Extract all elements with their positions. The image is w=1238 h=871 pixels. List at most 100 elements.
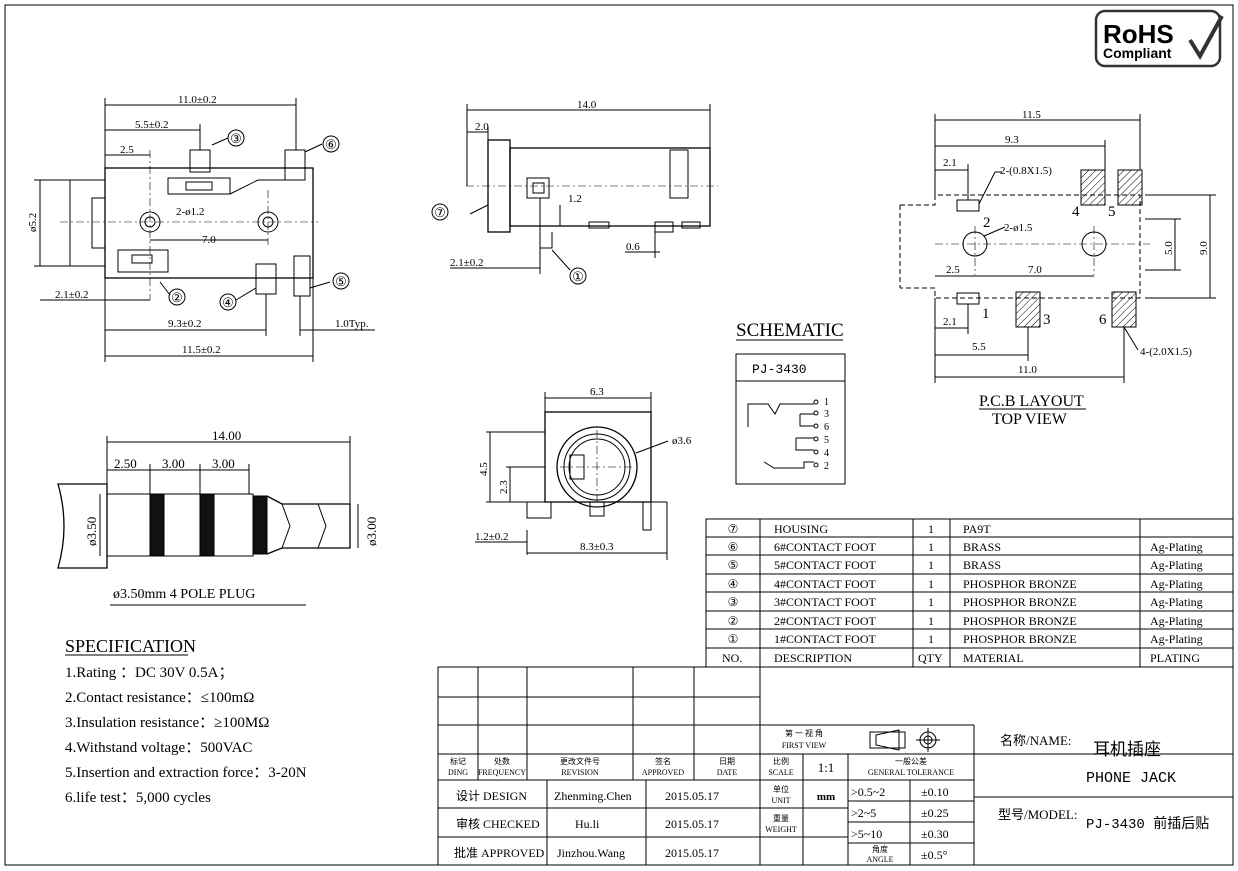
- svg-text:BRASS: BRASS: [963, 558, 1001, 572]
- svg-text:PHOSPHOR BRONZE: PHOSPHOR BRONZE: [963, 577, 1077, 591]
- svg-text:②: ②: [728, 614, 739, 628]
- dim-label: 3.00: [162, 456, 185, 471]
- tb-header: 更改文件号: [560, 756, 600, 766]
- jack-side-view-labels: 14.0 2.0 1.2 2.1±0.2 0.6 ⑦ ①: [434, 99, 640, 284]
- dim-label: 11.5: [1022, 109, 1041, 121]
- dim-label: 2.50: [114, 456, 137, 471]
- svg-text:NO.: NO.: [722, 651, 742, 665]
- tb-unit-value: mm: [817, 791, 835, 803]
- tb-projection: 第 一 视 角: [785, 728, 823, 738]
- callout-4: ④: [222, 295, 234, 310]
- svg-text:1: 1: [928, 558, 934, 572]
- tb-person: Jinzhou.Wang: [557, 846, 625, 860]
- dim-label: 2.1±0.2: [450, 257, 484, 269]
- pad-label: 2: [983, 215, 991, 231]
- dim-label: 14.00: [212, 428, 241, 443]
- bom-row: ① 1#CONTACT FOOT 1 PHOSPHOR BRONZE Ag-Pl…: [728, 632, 1203, 646]
- schematic: SCHEMATIC PJ-3430 1 3 6 5 4 2: [735, 320, 846, 485]
- tb-date: 2015.05.17: [665, 789, 719, 803]
- svg-text:Ag-Plating: Ag-Plating: [1150, 632, 1203, 646]
- dim-label: ø3.00: [364, 517, 379, 546]
- tb-angle: 角度: [872, 844, 888, 854]
- tb-unit: UNIT: [771, 796, 790, 805]
- svg-text:QTY: QTY: [918, 651, 943, 665]
- dim-label: 9.3±0.2: [168, 318, 202, 330]
- bom-row: ③ 3#CONTACT FOOT 1 PHOSPHOR BRONZE Ag-Pl…: [728, 595, 1203, 609]
- pad-label: 3: [1043, 312, 1051, 328]
- callout-2: ②: [171, 290, 183, 305]
- dim-label: 11.0: [1018, 364, 1037, 376]
- tb-header: 标记: [450, 756, 466, 766]
- svg-text:1: 1: [928, 614, 934, 628]
- jack-side-view: [431, 104, 718, 285]
- bom-row: ⑥ 6#CONTACT FOOT 1 BRASS Ag-Plating: [728, 540, 1203, 554]
- pad: [1015, 291, 1041, 328]
- pad-label: 6: [1099, 312, 1107, 328]
- dim-label: 0.6: [626, 241, 640, 253]
- dim-label: 9.3: [1005, 134, 1019, 146]
- spec-item: 6.life test：5,000 cycles: [65, 790, 211, 806]
- svg-text:⑦: ⑦: [728, 522, 739, 536]
- tb-person: Hu.li: [575, 817, 600, 831]
- svg-text:①: ①: [728, 632, 739, 646]
- schematic-part: PJ-3430: [752, 362, 807, 377]
- callout-5: ⑤: [335, 274, 347, 289]
- svg-text:PHOSPHOR BRONZE: PHOSPHOR BRONZE: [963, 595, 1077, 609]
- dim-label: 2.1±0.2: [55, 289, 89, 301]
- svg-text:Ag-Plating: Ag-Plating: [1150, 558, 1203, 572]
- tb-header: DING: [448, 768, 468, 777]
- svg-text:PLATING: PLATING: [1150, 651, 1200, 665]
- dim-label: 9.0: [1198, 241, 1210, 255]
- tb-tol-value: ±0.30: [921, 827, 949, 841]
- tb-role: 设计 DESIGN: [456, 789, 527, 803]
- dim-label: 3.00: [212, 456, 235, 471]
- spec-title: SPECIFICATION: [65, 636, 196, 656]
- bom-header-row: NO. DESCRIPTION QTY MATERIAL PLATING: [722, 651, 1200, 665]
- svg-text:PA9T: PA9T: [963, 522, 991, 536]
- bom-row: ⑦ HOUSING 1 PA9T: [728, 522, 992, 536]
- tb-unit: 单位: [773, 784, 789, 794]
- rohs-line2: Compliant: [1103, 45, 1172, 61]
- schematic-pin: 4: [824, 448, 829, 459]
- schematic-pin: 6: [824, 422, 829, 433]
- svg-text:4#CONTACT FOOT: 4#CONTACT FOOT: [774, 577, 876, 591]
- dim-label: 11.5±0.2: [182, 344, 221, 356]
- callout-6: ⑥: [325, 137, 337, 152]
- dim-label: ø3.50: [84, 517, 99, 546]
- pad-label: 5: [1108, 204, 1116, 220]
- jack-top-view: [34, 98, 375, 362]
- svg-text:2#CONTACT FOOT: 2#CONTACT FOOT: [774, 614, 876, 628]
- dim-label: 2-ø1.2: [176, 206, 204, 218]
- pcb-labels: 11.5 9.3 2.1 2-(0.8X1.5) 2-ø1.5 2.5 7.0 …: [943, 109, 1210, 428]
- check-icon: [1188, 15, 1224, 60]
- dim-label: 6.3: [590, 386, 604, 398]
- dim-label: 2-ø1.5: [1004, 222, 1033, 234]
- pad: [1080, 169, 1106, 206]
- spec-item: 5.Insertion and extraction force：3-20N: [65, 765, 307, 781]
- schematic-pin: 5: [824, 435, 829, 446]
- tb-date: 2015.05.17: [665, 817, 719, 831]
- svg-text:1: 1: [928, 632, 934, 646]
- tb-name-en: PHONE JACK: [1086, 770, 1176, 787]
- svg-text:1: 1: [928, 540, 934, 554]
- tb-header: 日期: [719, 757, 735, 766]
- svg-text:3#CONTACT FOOT: 3#CONTACT FOOT: [774, 595, 876, 609]
- svg-text:Ag-Plating: Ag-Plating: [1150, 595, 1203, 609]
- tb-role: 批准 APPROVED: [454, 845, 545, 860]
- svg-text:Ag-Plating: Ag-Plating: [1150, 614, 1203, 628]
- plug-caption: ø3.50mm 4 POLE PLUG: [113, 587, 255, 602]
- spec-item: 3.Insulation resistance：≥100MΩ: [65, 715, 269, 731]
- tb-name-cn: 耳机插座: [1093, 740, 1161, 759]
- dim-label: 1.2: [568, 193, 582, 205]
- bom-row: ④ 4#CONTACT FOOT 1 PHOSPHOR BRONZE Ag-Pl…: [728, 577, 1203, 591]
- tb-header: GENERAL TOLERANCE: [868, 768, 954, 777]
- pad: [1117, 169, 1143, 206]
- dim-label: 4-(2.0X1.5): [1140, 346, 1192, 358]
- jack-front-view-labels: 6.3 ø3.6 4.5 2.3 1.2±0.2 8.3±0.3: [475, 386, 692, 553]
- tb-tol-range: >5~10: [851, 827, 882, 841]
- tb-tol-range: >0.5~2: [851, 785, 885, 799]
- callout-1: ①: [572, 269, 584, 284]
- tb-role: 审核 CHECKED: [456, 816, 540, 831]
- pad-label: 1: [982, 306, 990, 322]
